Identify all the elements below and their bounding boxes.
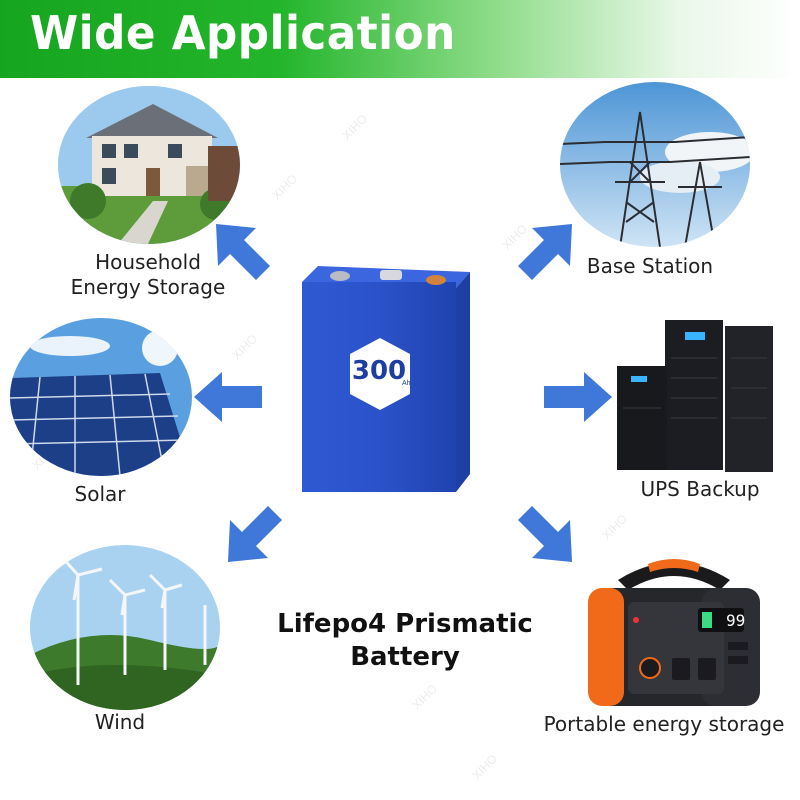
ups-label: UPS Backup (640, 477, 760, 501)
ups-image (605, 318, 785, 478)
arrow-up-left-icon (216, 224, 270, 280)
display-readout: 99 (726, 611, 745, 630)
arrow-right-icon (544, 372, 612, 422)
capacity-number: 300 (351, 356, 407, 386)
watermark: XIHO (339, 111, 370, 143)
watermark: XIHO (269, 171, 300, 203)
solar-label: Solar (74, 482, 126, 506)
page-title: Wide Application (30, 6, 456, 60)
watermark: XIHO (469, 751, 500, 783)
arrow-down-right-icon (518, 506, 572, 562)
household-label: Household Energy Storage (70, 250, 226, 299)
portable-label: Portable energy storage (543, 712, 785, 736)
battery-cell: 300 Ah (298, 262, 474, 494)
capacity-unit: Ah (402, 380, 411, 387)
wind-image (30, 545, 220, 710)
wind-label: Wind (94, 710, 146, 734)
portable-power-station-image: 99 (578, 550, 770, 710)
watermark: XIHO (599, 511, 630, 543)
header-banner: Wide Application (0, 0, 800, 78)
base-station-label: Base Station (586, 254, 714, 278)
arrow-down-left-icon (228, 506, 282, 562)
watermark: XIHO (229, 331, 260, 363)
product-title: Lifepo4 Prismatic Battery (277, 609, 533, 672)
base-station-image (560, 82, 750, 247)
household-image (58, 86, 240, 244)
watermark: XIHO (409, 681, 440, 713)
solar-image (10, 318, 192, 476)
arrow-up-right-icon (518, 224, 572, 280)
arrow-left-icon (194, 372, 262, 422)
